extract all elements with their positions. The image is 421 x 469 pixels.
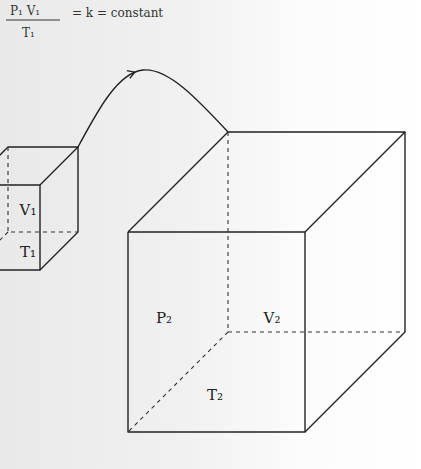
cube-label: V₁ [20,203,37,218]
arrow-head [127,71,135,79]
cube-edge [40,147,78,270]
cube-edge [128,132,405,232]
fraction-bar [4,17,64,23]
cube-outline [0,145,80,272]
arc-path [78,70,228,147]
cube-label: T₁ [20,245,36,260]
cube: P₂ V₂ T₂ [126,130,408,435]
cube-edge [305,132,405,432]
formula-text: P₁ V₁ [10,5,40,17]
cube-label: P₂ [156,311,172,326]
hidden-edge [228,132,405,332]
arc-arrow [78,70,228,147]
hidden-edge [0,232,8,270]
hidden-edge [128,332,228,432]
cube-label: V₂ [264,311,281,326]
cube: V₁ T₁ [0,145,80,272]
cube-outline [126,130,408,435]
cube-label: T₂ [207,388,223,403]
hidden-edge [8,147,78,232]
cube-edge [0,147,78,185]
formula-text: = k = constant [72,7,163,19]
formula-text: T₁ [22,27,35,39]
cube-edge [0,185,40,270]
